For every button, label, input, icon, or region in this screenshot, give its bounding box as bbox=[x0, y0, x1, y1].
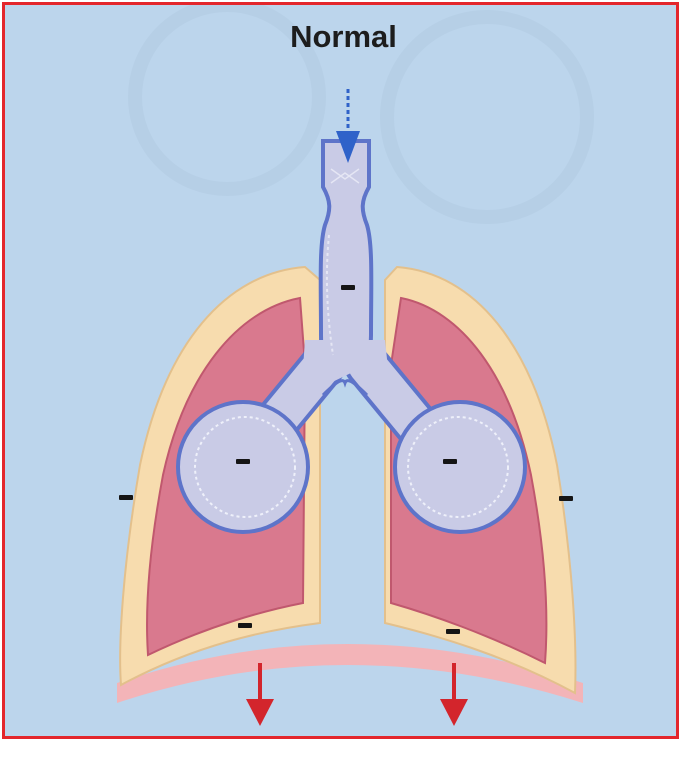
diagram-frame: Normal - - - - - - - bbox=[2, 2, 679, 739]
diagram-title: Normal bbox=[5, 19, 679, 55]
left-base-negative-sign: - bbox=[238, 623, 252, 628]
lung-pressure-diagram bbox=[5, 5, 679, 739]
right-pleura-negative-sign: - bbox=[559, 496, 573, 501]
right-alveolus bbox=[395, 402, 525, 532]
left-alveolus-negative-sign: - bbox=[236, 459, 250, 464]
right-alveolus-negative-sign: - bbox=[443, 459, 457, 464]
left-pleura-negative-sign: - bbox=[119, 495, 133, 500]
trachea-negative-sign: - bbox=[341, 285, 355, 290]
right-base-negative-sign: - bbox=[446, 629, 460, 634]
left-alveolus bbox=[178, 402, 308, 532]
